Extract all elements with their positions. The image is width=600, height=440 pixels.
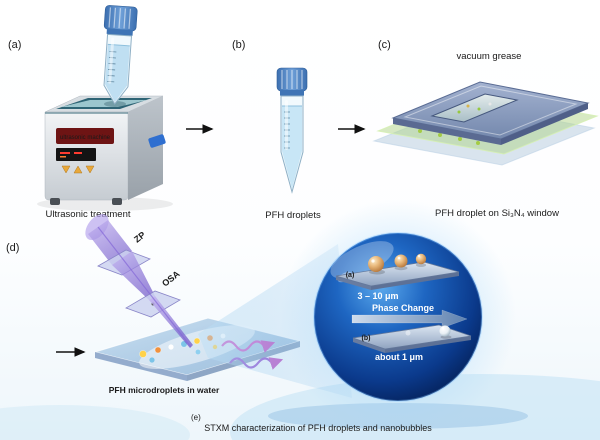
tube-b-cap-ridges	[281, 70, 303, 89]
machine-display-band	[56, 128, 114, 144]
slide-a-top	[335, 261, 460, 287]
inset-item-a-label: (a)	[346, 272, 355, 279]
inset-size-small: about 1 μm	[375, 352, 423, 362]
droplet-speck	[488, 102, 492, 106]
machine-display-text: ultrasonic machine	[60, 135, 111, 141]
nanobubble-faint	[405, 330, 411, 336]
machine-side-switch	[148, 134, 166, 148]
window-frame-bevel	[403, 85, 578, 136]
window-frame-edge-right	[501, 103, 588, 145]
machine-button-down-icon	[61, 165, 71, 174]
droplet-specular	[397, 256, 401, 260]
phase-change-arrow-icon	[351, 309, 468, 329]
osa-label: OSA	[160, 268, 182, 288]
panel-a-caption: Ultrasonic treatment	[45, 209, 130, 220]
microdroplet	[195, 349, 201, 355]
slide-b-edge-left	[353, 338, 385, 353]
inset-size-range: 3 – 10 μm	[357, 291, 398, 301]
zp-label: ZP	[132, 230, 147, 245]
machine-screen-segment	[74, 152, 82, 154]
droplet-speck	[457, 110, 461, 114]
tube-a-highlight	[108, 37, 115, 84]
xray-beam: ZP OSA	[85, 213, 193, 348]
machine-screen-segment	[60, 152, 70, 154]
machine-screen	[56, 148, 96, 161]
magnified-inset: (a) 3 – 10 μm Phase Change (b) about 1 μ…	[268, 199, 528, 435]
panel-b-label: (b)	[232, 39, 245, 51]
panel-a: (a) ultrasonic machine	[8, 5, 173, 220]
panel-d-label: (d)	[6, 242, 19, 254]
footer-caption: STXM characterization of PFH droplets an…	[204, 423, 432, 433]
centrifuge-tube-a	[103, 5, 138, 105]
sample-caption: PFH microdroplets in water	[109, 385, 220, 395]
droplet-specular	[371, 259, 375, 263]
ultrasonic-machine: ultrasonic machine	[37, 95, 173, 211]
tube-b-highlight	[285, 100, 288, 150]
slide-a-edge-left	[336, 276, 371, 290]
slide-b-edge	[385, 336, 471, 353]
nanobubble	[439, 325, 451, 337]
machine-button-down-icon	[85, 165, 95, 174]
pfh-droplet-large	[394, 254, 408, 268]
slide-a-edge	[371, 272, 459, 290]
machine-side-face	[128, 96, 163, 200]
si3n4-membrane-window	[430, 93, 519, 123]
machine-button-up-icon	[73, 165, 83, 174]
microdroplet	[154, 346, 162, 354]
pfh-droplet-large	[415, 253, 427, 265]
microdroplet	[168, 344, 174, 350]
machine-foot	[50, 198, 60, 205]
tube-b-cap-lip	[280, 90, 304, 96]
inset-slide-a: (a)	[335, 253, 460, 290]
droplet-speck	[476, 141, 480, 145]
machine-shadow	[37, 197, 173, 211]
machine-foot	[112, 198, 122, 205]
stage-edge-front	[95, 352, 187, 381]
sphere-highlight	[330, 241, 394, 279]
microdroplet	[149, 357, 155, 363]
droplet-shadow	[415, 263, 427, 267]
panel-b-caption: PFH droplets	[265, 210, 321, 221]
droplet-specular	[441, 326, 445, 330]
droplet-speck	[477, 107, 481, 111]
beam-core	[97, 226, 192, 348]
machine-tub-water	[61, 100, 147, 107]
machine-screen-segment	[60, 156, 66, 158]
panel-a-label: (a)	[8, 39, 21, 51]
beam-segment-2	[112, 251, 155, 300]
window-frame-edge-front	[393, 118, 501, 145]
tube-a-cap-ridges	[108, 7, 131, 29]
si3n4-window-assembly	[372, 81, 599, 166]
microdroplet	[139, 350, 147, 358]
panel-c: (c) vacuum grease PFH droplet on Si₃N₄ w…	[372, 39, 599, 219]
phase-change-label: Phase Change	[372, 303, 434, 313]
panel-d: (d) ZP	[6, 199, 528, 435]
inset-item-b-label: (b)	[362, 335, 371, 342]
footer-label: (e)	[191, 413, 201, 422]
droplet-speck	[438, 133, 442, 137]
pfh-droplet-large	[368, 256, 384, 272]
droplet-speck	[458, 137, 462, 141]
droplet-shadow	[394, 265, 408, 271]
inset-slide-b: (b)	[352, 324, 472, 353]
tube-a-cap-lip	[106, 28, 133, 36]
panel-c-label: (c)	[378, 39, 391, 51]
vacuum-grease-label: vacuum grease	[457, 51, 522, 62]
background-wash-left	[0, 405, 190, 440]
centrifuge-tube-b	[276, 67, 308, 194]
droplet-specular	[417, 254, 421, 258]
panel-b: (b) PFH droplets	[232, 39, 321, 221]
droplet-speck	[466, 104, 470, 108]
tube-a-liquid	[105, 44, 130, 102]
microdroplet	[193, 337, 201, 345]
droplet-speck	[418, 129, 422, 133]
panel-c-caption: PFH droplet on Si₃N₄ window	[435, 208, 559, 219]
